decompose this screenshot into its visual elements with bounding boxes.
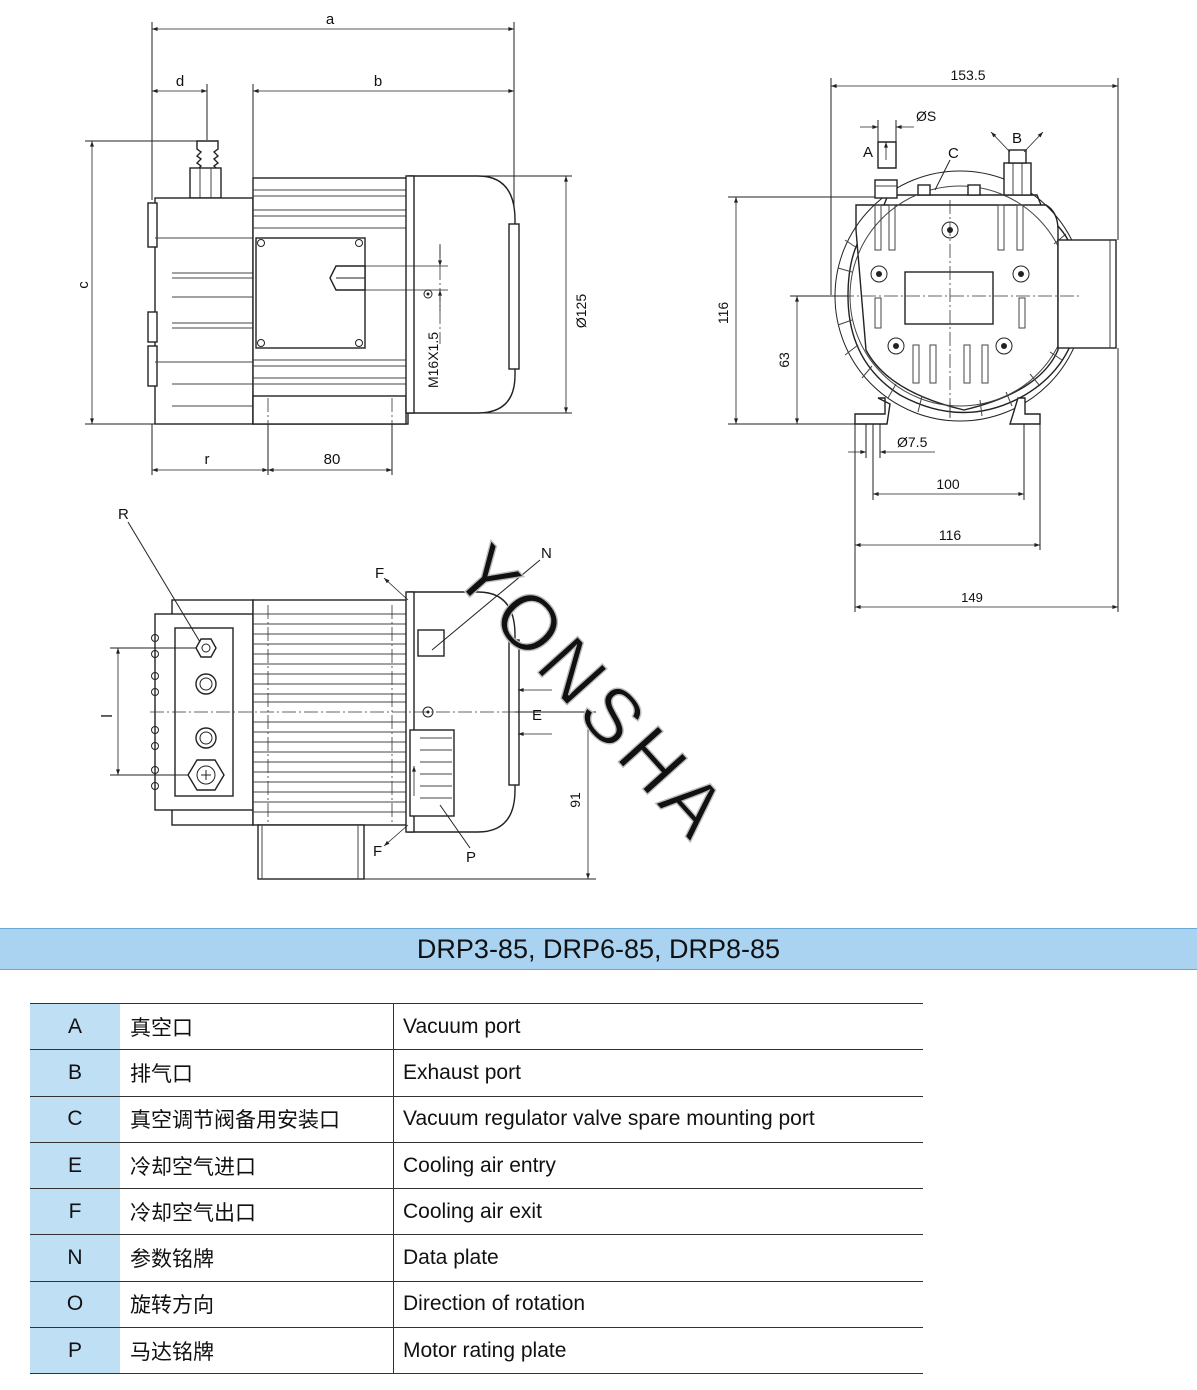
legend-code: N bbox=[30, 1234, 120, 1282]
table-row: B 排气口 Exhaust port bbox=[30, 1049, 923, 1097]
legend-code: E bbox=[30, 1142, 120, 1190]
dim-w116: 116 bbox=[939, 527, 962, 543]
technical-drawing: a d b c bbox=[75, 11, 1119, 880]
dim-a: a bbox=[326, 11, 335, 28]
dim-h91: 91 bbox=[567, 792, 583, 808]
legend-en: Direction of rotation bbox=[393, 1281, 923, 1329]
table-row: C 真空调节阀备用安装口 Vacuum regulator valve spar… bbox=[30, 1096, 923, 1143]
dim-b: b bbox=[374, 73, 382, 90]
legend-code: C bbox=[30, 1096, 120, 1143]
label-p: P bbox=[466, 849, 476, 866]
label-c: C bbox=[948, 145, 959, 162]
label-a: A bbox=[863, 144, 873, 161]
legend-en: Vacuum port bbox=[393, 1002, 923, 1051]
table-row: N 参数铭牌 Data plate bbox=[30, 1234, 923, 1282]
legend-en: Motor rating plate bbox=[393, 1327, 923, 1375]
dim-80: 80 bbox=[324, 451, 341, 468]
front-view: 153.5 ØS bbox=[715, 67, 1119, 612]
legend-table: A 真空口 Vacuum port B 排气口 Exhaust port C 真… bbox=[30, 1002, 923, 1375]
dim-thread: M16X1.5 bbox=[425, 332, 441, 388]
dim-h63: 63 bbox=[776, 352, 792, 368]
dim-d: d bbox=[176, 73, 184, 90]
model-title: DRP3-85, DRP6-85, DRP8-85 bbox=[416, 933, 781, 964]
dim-153: 153.5 bbox=[950, 67, 985, 83]
label-b: B bbox=[1012, 130, 1022, 147]
legend-code: F bbox=[30, 1188, 120, 1236]
label-f-bottom: F bbox=[373, 843, 382, 860]
table-row: E 冷却空气进口 Cooling air entry bbox=[30, 1142, 923, 1190]
legend-en: Cooling air entry bbox=[393, 1142, 923, 1190]
legend-cn: 真空调节阀备用安装口 bbox=[120, 1096, 394, 1143]
legend-en: Exhaust port bbox=[393, 1049, 923, 1097]
legend-cn: 马达铭牌 bbox=[120, 1327, 394, 1375]
table-row: F 冷却空气出口 Cooling air exit bbox=[30, 1188, 923, 1236]
label-l: l bbox=[99, 714, 116, 717]
dim-h116: 116 bbox=[715, 302, 731, 325]
table-row: A 真空口 Vacuum port bbox=[30, 1002, 923, 1051]
legend-code: P bbox=[30, 1327, 120, 1375]
legend-en: Cooling air exit bbox=[393, 1188, 923, 1236]
legend-code: O bbox=[30, 1281, 120, 1329]
label-r: R bbox=[118, 506, 129, 523]
legend-code: A bbox=[30, 1002, 120, 1051]
table-row: O 旋转方向 Direction of rotation bbox=[30, 1281, 923, 1329]
table-row: P 马达铭牌 Motor rating plate bbox=[30, 1327, 923, 1375]
dim-w149: 149 bbox=[961, 590, 983, 605]
label-e: E bbox=[532, 707, 542, 724]
side-view: a d b c bbox=[75, 11, 589, 475]
top-view: R l bbox=[99, 506, 596, 880]
label-n: N bbox=[541, 545, 552, 562]
legend-en: Data plate bbox=[393, 1234, 923, 1282]
dim-os: ØS bbox=[916, 108, 936, 124]
dim-c: c bbox=[75, 281, 92, 289]
legend-cn: 旋转方向 bbox=[120, 1281, 394, 1329]
model-title-bar: DRP3-85, DRP6-85, DRP8-85 bbox=[0, 928, 1197, 970]
dim-w100: 100 bbox=[936, 476, 960, 492]
label-f-top: F bbox=[375, 565, 384, 582]
legend-en: Vacuum regulator valve spare mounting po… bbox=[393, 1096, 923, 1143]
legend-cn: 排气口 bbox=[120, 1049, 394, 1097]
dim-dia125: Ø125 bbox=[573, 294, 589, 328]
dim-r: r bbox=[205, 451, 210, 468]
dim-hole: Ø7.5 bbox=[897, 434, 928, 450]
legend-cn: 参数铭牌 bbox=[120, 1234, 394, 1282]
legend-cn: 冷却空气进口 bbox=[120, 1142, 394, 1190]
legend-cn: 真空口 bbox=[120, 1002, 394, 1051]
legend-code: B bbox=[30, 1049, 120, 1097]
legend-cn: 冷却空气出口 bbox=[120, 1188, 394, 1236]
